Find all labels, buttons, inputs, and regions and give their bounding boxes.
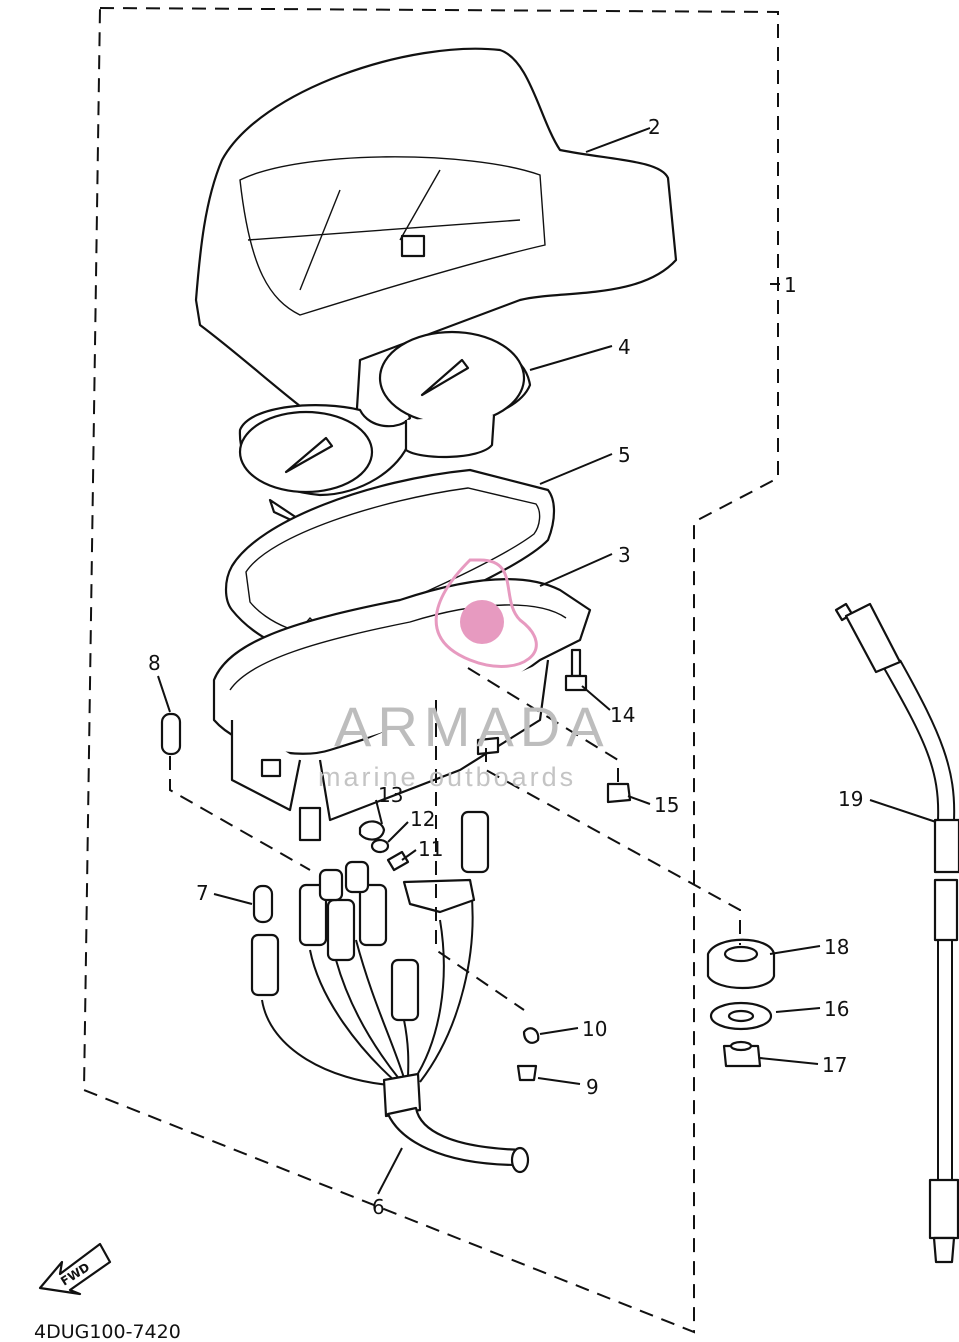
callout-16: 16 [824, 997, 849, 1021]
callout-5: 5 [618, 443, 631, 467]
fwd-arrow: FWD [38, 1242, 112, 1296]
callout-10: 10 [582, 1017, 607, 1041]
callout-8: 8 [148, 651, 161, 675]
assembly-guide-lines [169, 667, 741, 1011]
part-meter-visor [194, 47, 678, 442]
callout-2: 2 [648, 115, 661, 139]
assembly-boundary [82, 6, 779, 1334]
callout-18: 18 [824, 935, 849, 959]
callout-11: 11 [418, 837, 443, 861]
part-wire-harness [261, 879, 530, 1174]
callout-3: 3 [618, 543, 631, 567]
callout-6: 6 [372, 1195, 385, 1219]
part-hardware [358, 648, 776, 1082]
callout-labels: 1 2 3 4 5 6 7 8 9 10 11 12 13 14 15 16 1… [148, 115, 863, 1219]
watermark-logo [434, 558, 538, 668]
callout-15: 15 [654, 793, 679, 817]
callout-9: 9 [586, 1075, 599, 1099]
callout-4: 4 [618, 335, 631, 359]
callout-1: 1 [784, 273, 797, 297]
watermark-tagline: marine outboards [318, 762, 576, 792]
part-speedometer-cable [834, 602, 959, 1264]
watermark: ARMADA marine outboards [318, 558, 610, 792]
callout-12: 12 [410, 807, 435, 831]
watermark-brand: ARMADA [334, 695, 610, 758]
callout-7: 7 [196, 881, 209, 905]
part-gasket [224, 468, 556, 654]
callout-19: 19 [838, 787, 863, 811]
watermark-logo-dot [460, 600, 504, 644]
callout-17: 17 [822, 1053, 847, 1077]
callout-leaders [157, 127, 937, 1195]
part-bulb-sockets [160, 712, 490, 1022]
drawing-code: 4DUG100-7420 [34, 1321, 181, 1342]
callout-14: 14 [610, 703, 635, 727]
callout-13: 13 [378, 783, 403, 807]
